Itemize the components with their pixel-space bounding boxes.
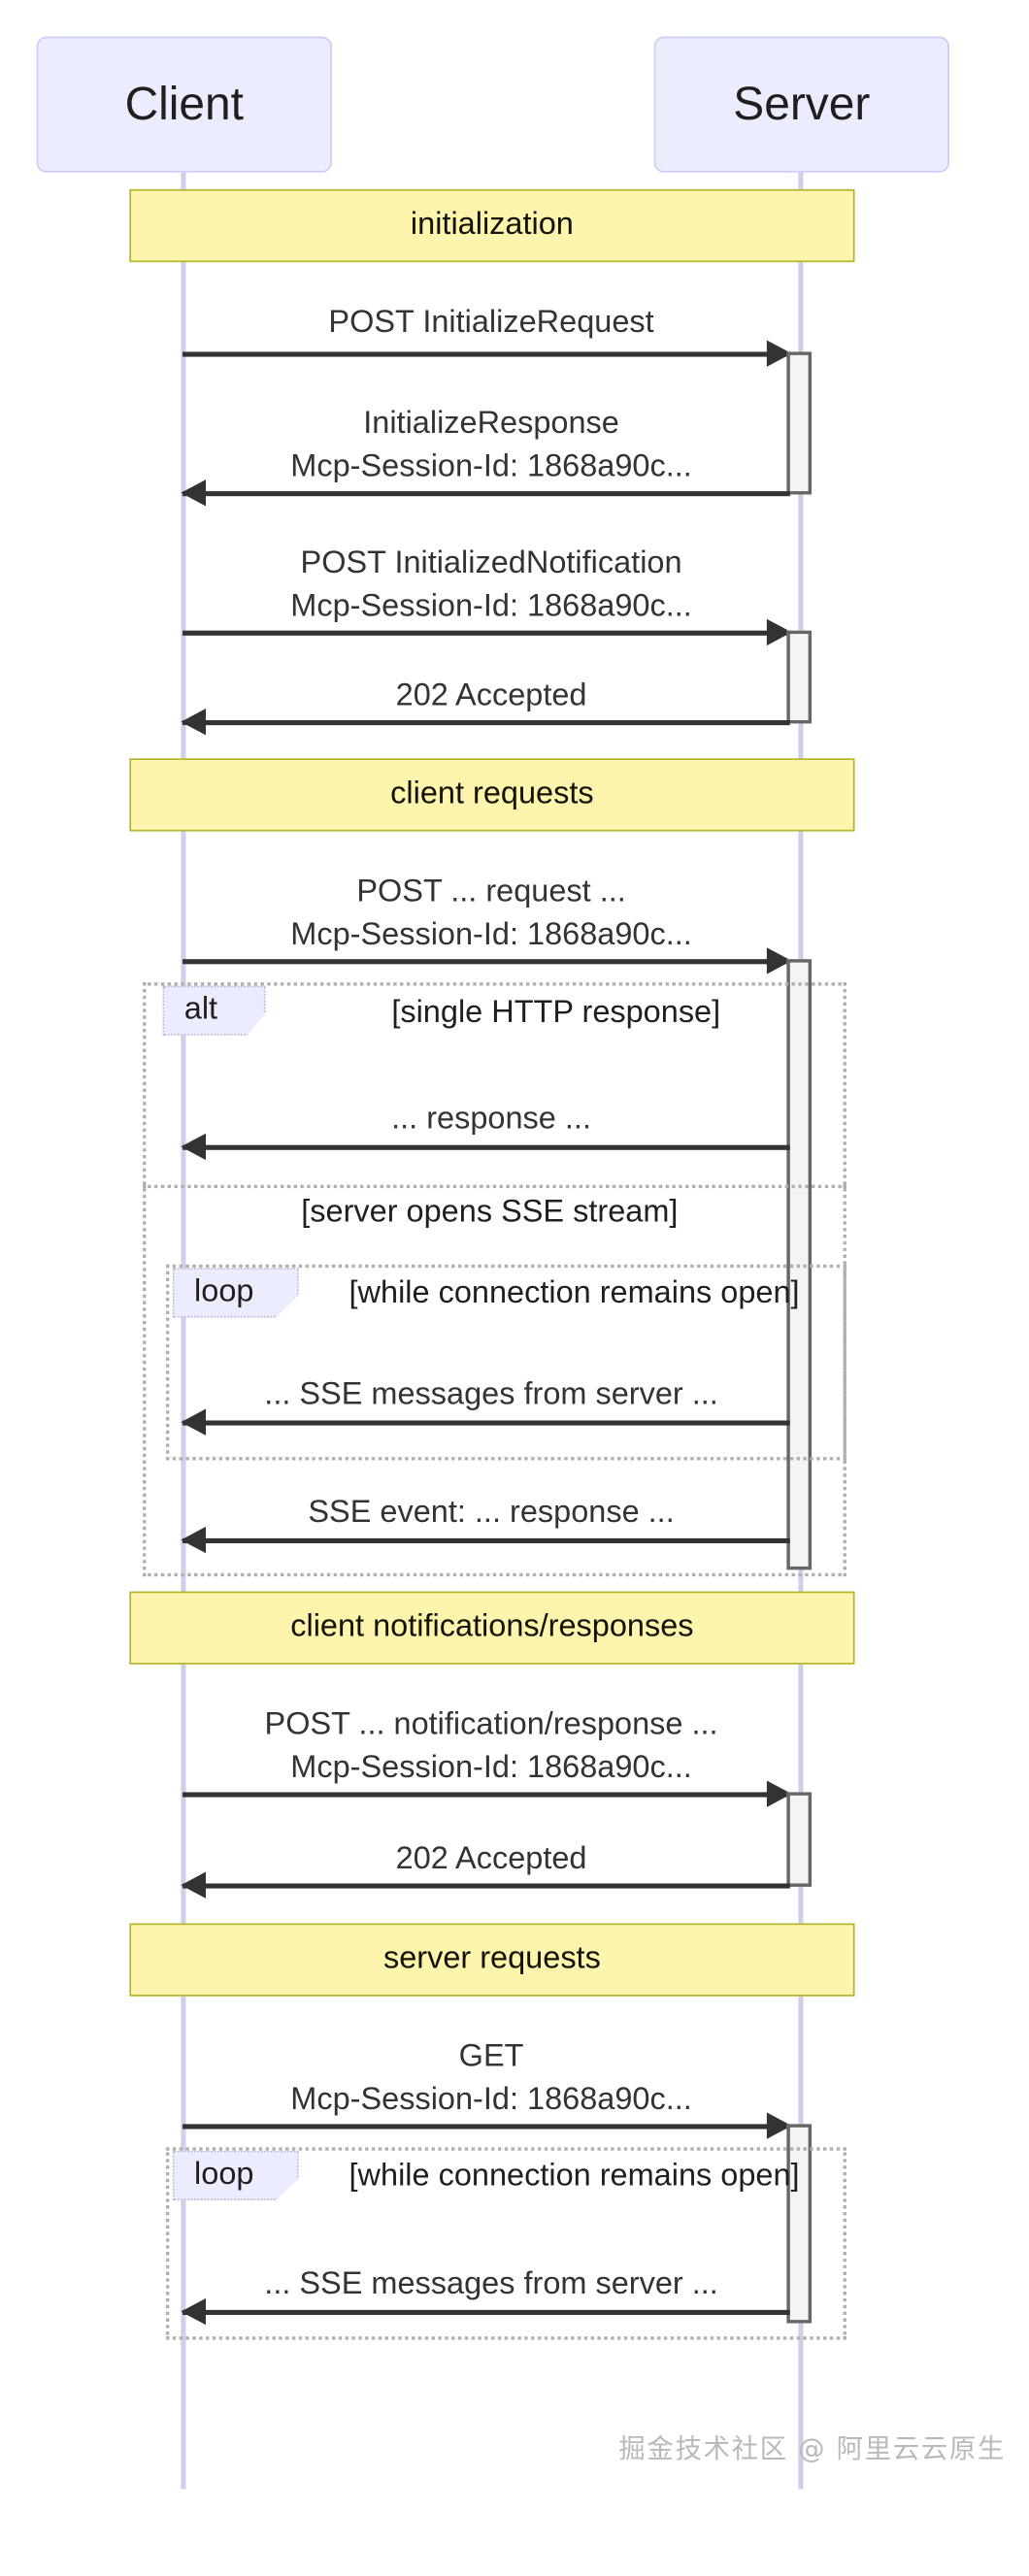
fragment-alt-divider — [143, 1184, 846, 1189]
section-client-notifications: client notifications/responses — [129, 1591, 855, 1665]
section-initialization-label: initialization — [410, 207, 574, 243]
message-label-sse-messages-get: ... SSE messages from server ... — [264, 2266, 718, 2302]
message-arrow-post-request — [183, 947, 792, 974]
section-server-requests: server requests — [129, 1923, 855, 1997]
watermark-text: 掘金技术社区 @ 阿里云云原生 — [618, 2432, 1007, 2464]
fragment-loop-sse-get — [165, 2147, 846, 2340]
message-arrow-get — [183, 2112, 792, 2139]
fragment-loop-get-keyword: loop — [172, 2150, 299, 2201]
message-arrow-202-accepted-init — [181, 709, 790, 736]
activation-server-initialize — [786, 351, 813, 495]
message-arrow-initialize-response — [181, 479, 790, 507]
message-arrow-sse-event-response — [181, 1526, 790, 1554]
activation-server-sse-stream — [786, 2124, 813, 2324]
message-arrow-sse-messages-get — [181, 2297, 790, 2326]
participant-server-top-label: Server — [733, 78, 871, 130]
message-label-post-initialized-notification: POST InitializedNotification Mcp-Session… — [290, 545, 692, 624]
message-label-post-request: POST ... request ... Mcp-Session-Id: 186… — [290, 875, 692, 953]
message-label-response: ... response ... — [391, 1102, 591, 1138]
message-arrow-post-notification-response — [183, 1780, 792, 1807]
message-arrow-202-accepted-notify — [181, 1871, 790, 1899]
participant-client-top-label: Client — [124, 78, 244, 130]
fragment-alt-condition-1: [single HTTP response] — [391, 995, 721, 1031]
message-label-post-notification-response: POST ... notification/response ... Mcp-S… — [264, 1707, 718, 1786]
fragment-alt-condition-2: [server opens SSE stream] — [301, 1194, 679, 1230]
section-client-requests-label: client requests — [390, 776, 594, 812]
participant-client-top: Client — [36, 36, 332, 173]
fragment-loop-inner-condition: [while connection remains open] — [349, 1275, 800, 1311]
message-label-initialize-response: InitializeResponse Mcp-Session-Id: 1868a… — [290, 406, 692, 485]
message-label-sse-messages-inner: ... SSE messages from server ... — [264, 1377, 718, 1412]
message-label-202-accepted-notify: 202 Accepted — [395, 1841, 587, 1877]
message-label-post-initialize-request: POST InitializeRequest — [328, 305, 654, 341]
activation-server-notification-ack — [786, 630, 813, 724]
lifeline-client — [181, 172, 186, 2490]
section-server-requests-label: server requests — [382, 1941, 601, 1977]
sequence-diagram-canvas: Client Server initialization POST Initia… — [36, 36, 1007, 2490]
section-client-requests: client requests — [129, 758, 855, 832]
message-label-202-accepted-init: 202 Accepted — [395, 678, 587, 714]
message-arrow-post-initialized-notification — [183, 618, 792, 646]
activation-server-notification — [786, 1792, 813, 1887]
fragment-loop-get-condition: [while connection remains open] — [349, 2159, 800, 2195]
section-initialization: initialization — [129, 188, 855, 263]
message-label-get: GET Mcp-Session-Id: 1868a90c... — [290, 2039, 692, 2118]
message-arrow-sse-messages-inner — [181, 1408, 790, 1436]
fragment-alt-keyword: alt — [162, 985, 266, 1036]
participant-server-top: Server — [653, 36, 949, 173]
message-arrow-post-initialize-request — [183, 340, 792, 367]
message-arrow-response — [181, 1133, 790, 1161]
message-label-sse-event-response: SSE event: ... response ... — [308, 1495, 675, 1531]
fragment-loop-inner-keyword: loop — [172, 1268, 299, 1318]
section-client-notifications-label: client notifications/responses — [290, 1609, 694, 1645]
fragment-loop-sse-inner — [165, 1264, 846, 1461]
